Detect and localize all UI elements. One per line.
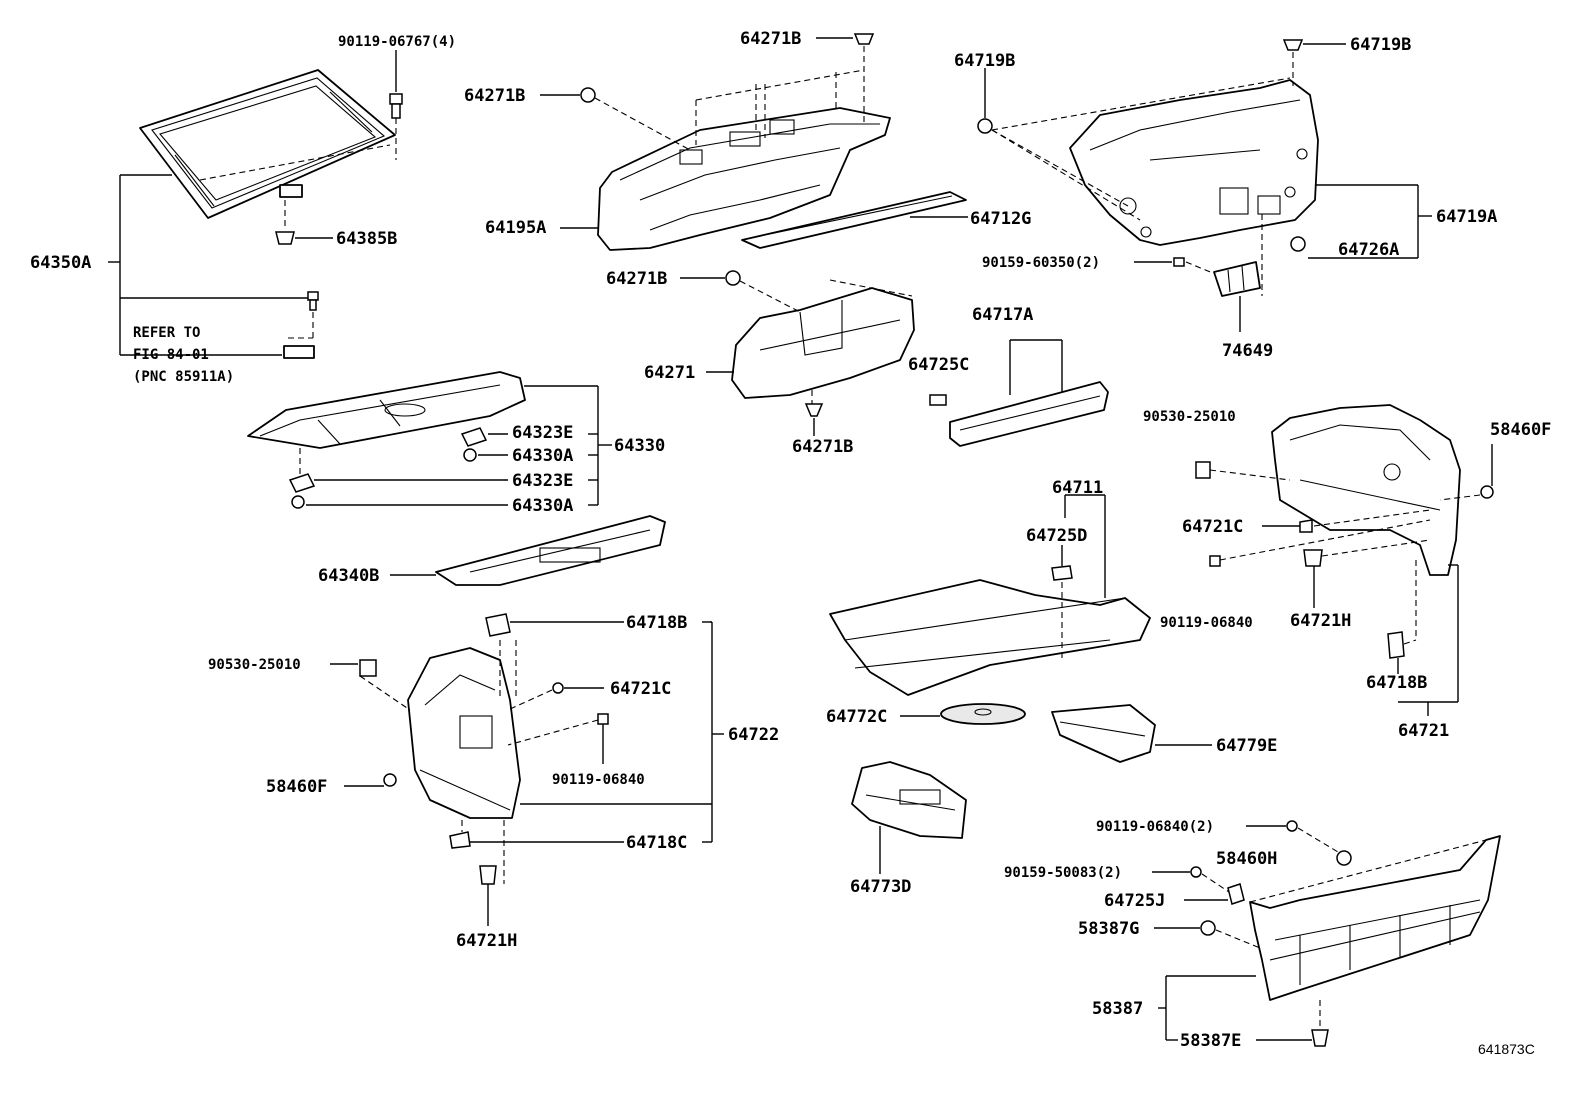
label-58460f-b: 58460F — [266, 777, 327, 797]
part-64350a-frame — [139, 69, 396, 219]
label-64721c-a: 64721C — [1182, 517, 1243, 537]
label-refer-line3: (PNC 85911A) — [133, 369, 234, 385]
label-64722: 64722 — [728, 725, 779, 745]
part-64721-trim — [1195, 404, 1494, 716]
part-64773d-block — [851, 761, 967, 874]
label-64773d: 64773D — [850, 877, 911, 897]
part-64195a-bracket — [597, 107, 891, 251]
label-64330a-a: 64330A — [512, 446, 573, 466]
part-64719a-trim — [1069, 79, 1319, 246]
label-90530-25010-a: 90530-25010 — [1143, 409, 1236, 425]
label-64718b-a: 64718B — [626, 613, 687, 633]
label-64350a: 64350A — [30, 253, 91, 273]
label-refer-line1: REFER TO — [133, 325, 200, 341]
label-64712g: 64712G — [970, 209, 1031, 229]
label-64725j: 64725J — [1104, 891, 1165, 911]
label-64330: 64330 — [614, 436, 665, 456]
label-58387e: 58387E — [1180, 1031, 1241, 1051]
label-refer-line2: FIG 84-01 — [133, 347, 209, 363]
label-64330a-b: 64330A — [512, 496, 573, 516]
label-90119-06767: 90119-06767(4) — [338, 34, 456, 50]
label-90119-06840-c: 90119-06840(2) — [1096, 819, 1214, 835]
label-64726a: 64726A — [1338, 240, 1399, 260]
label-64340b: 64340B — [318, 566, 379, 586]
label-64195a: 64195A — [485, 218, 546, 238]
label-64271b-a: 64271B — [740, 29, 801, 49]
label-64725c: 64725C — [908, 355, 969, 375]
label-58387g: 58387G — [1078, 919, 1139, 939]
label-64718b-b: 64718B — [1366, 673, 1427, 693]
label-90159-60350: 90159-60350(2) — [982, 255, 1100, 271]
label-64711: 64711 — [1052, 478, 1103, 498]
fasteners-64719b — [977, 39, 1346, 221]
label-74649: 74649 — [1222, 341, 1273, 361]
label-64772c: 64772C — [826, 707, 887, 727]
fastener-refer — [283, 291, 319, 359]
part-64779e-tray — [1051, 704, 1212, 763]
part-64722-trim — [330, 613, 724, 926]
labels: 90119-06767(4) 64271B 64719B 64719B 6427… — [30, 29, 1551, 1057]
fastener-90119-06767 — [389, 50, 403, 160]
part-64271-bracket — [680, 270, 915, 436]
label-64323e-a: 64323E — [512, 423, 573, 443]
label-64271b-b: 64271B — [464, 86, 525, 106]
label-64719b-b: 64719B — [1350, 35, 1411, 55]
label-64721h-a: 64721H — [1290, 611, 1351, 631]
part-58387-scuff — [1152, 820, 1501, 1047]
part-64340b-board — [390, 515, 666, 586]
label-90159-50083: 90159-50083(2) — [1004, 865, 1122, 881]
label-58460f-a: 58460F — [1490, 420, 1551, 440]
label-64779e: 64779E — [1216, 736, 1277, 756]
label-64271: 64271 — [644, 363, 695, 383]
fasteners-64323e-64330a — [288, 385, 612, 509]
label-90119-06840-a: 90119-06840 — [1160, 615, 1253, 631]
part-64772c-disc — [900, 703, 1026, 725]
part-64712g-sill — [560, 191, 968, 249]
label-58460h: 58460H — [1216, 849, 1277, 869]
leader-64719a — [1290, 184, 1432, 259]
label-90119-06840-b: 90119-06840 — [552, 772, 645, 788]
label-64323e-b: 64323E — [512, 471, 573, 491]
label-64719a: 64719A — [1436, 207, 1497, 227]
label-90530-25010-b: 90530-25010 — [208, 657, 301, 673]
label-64718c: 64718C — [626, 833, 687, 853]
label-64721c-b: 64721C — [610, 679, 671, 699]
fasteners-64271b-top — [540, 33, 875, 151]
part-64330-panel — [247, 371, 526, 449]
part-64711-mat — [829, 494, 1151, 696]
label-64271b-c: 64271B — [606, 269, 667, 289]
label-64271b-d: 64271B — [792, 437, 853, 457]
label-64717a: 64717A — [972, 305, 1033, 325]
label-64721: 64721 — [1398, 721, 1449, 741]
label-58387: 58387 — [1092, 999, 1143, 1019]
label-64721h-b: 64721H — [456, 931, 517, 951]
clip-64385b — [275, 200, 333, 245]
part-64717a-bar — [929, 339, 1109, 447]
diagram-id: 641873C — [1478, 1041, 1535, 1057]
part-74649-clip — [1134, 214, 1263, 332]
label-64385b: 64385B — [336, 229, 397, 249]
label-64725d: 64725D — [1026, 526, 1087, 546]
leader-64350a — [108, 174, 308, 356]
label-64719b-a: 64719B — [954, 51, 1015, 71]
